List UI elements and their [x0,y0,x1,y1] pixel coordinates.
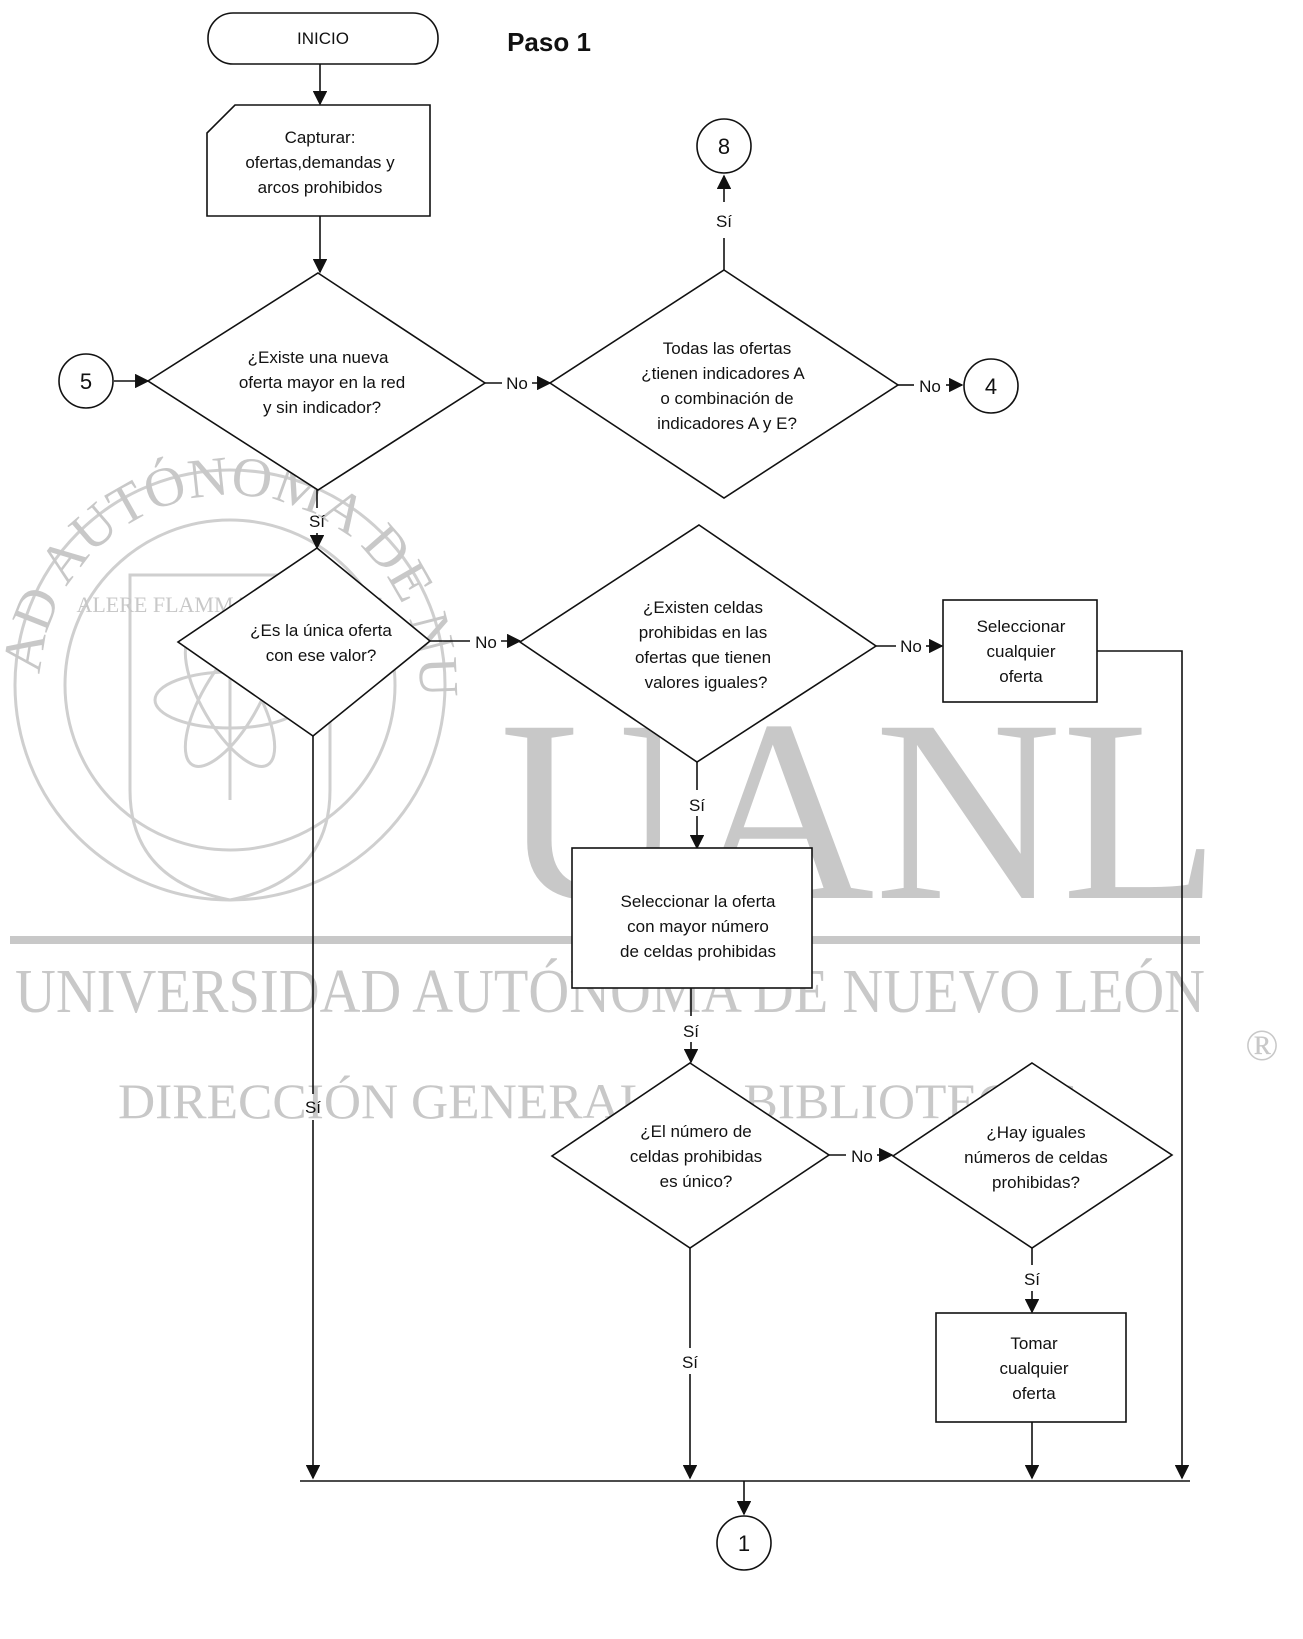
connector-5: 5 [58,353,114,409]
capture-line-1: Capturar: [285,128,356,147]
capture-line-3: arcos prohibidos [258,178,383,197]
decision-equal-counts-line-2: números de celdas [964,1148,1108,1167]
decision-new-offer: ¿Existe una nueva oferta mayor en la red… [146,272,487,491]
decision-unique-offer: ¿Es la única oferta con ese valor? [176,547,432,738]
select-any-line-3: oferta [999,667,1043,686]
process-select-any: Seleccionar cualquier oferta [942,599,1098,703]
edge-select-any-down [1097,650,1190,1480]
page-title: Paso 1 [507,27,591,57]
decision-equal-counts-line-3: prohibidas? [992,1173,1080,1192]
decision-unique-count-line-3: es único? [660,1172,733,1191]
select-any-line-1: Seleccionar [977,617,1066,636]
decision-forbidden-cells-line-4: valores iguales? [645,673,768,692]
decision-unique-count-line-2: celdas prohibidas [630,1147,762,1166]
select-any-line-2: cualquier [987,642,1056,661]
edge-label-yes-1: Sí [716,212,732,231]
edge-label-no-4: No [900,637,922,656]
connector-8-label: 8 [718,134,730,159]
connector-4-label: 4 [985,374,997,399]
select-max-line-1: Seleccionar la oferta [621,892,777,911]
watermark-line2: DIRECCIÓN GENERAL DE BIBLIOTECAS [118,1073,1078,1129]
decision-forbidden-cells-line-1: ¿Existen celdas [643,598,763,617]
start-label: INICIO [297,29,349,48]
edge-label-yes-5: Sí [1024,1270,1040,1289]
decision-new-offer-line-1: ¿Existe una nueva [248,348,389,367]
connector-5-label: 5 [80,369,92,394]
decision-forbidden-cells-line-2: prohibidas en las [639,623,768,642]
decision-all-indicators-line-2: ¿tienen indicadores A [641,364,805,383]
edge-label-no-1: No [506,374,528,393]
select-max-line-2: con mayor número [627,917,769,936]
take-any-line-1: Tomar [1010,1334,1058,1353]
process-take-any: Tomar cualquier oferta [935,1312,1127,1423]
decision-new-offer-line-2: oferta mayor en la red [239,373,405,392]
connector-1: 1 [716,1515,772,1571]
capture-line-2: ofertas,demandas y [245,153,395,172]
registered-mark: ® [1245,1021,1278,1070]
decision-forbidden-cells: ¿Existen celdas prohibidas en las oferta… [518,524,878,763]
decision-all-indicators: Todas las ofertas ¿tienen indicadores A … [548,269,900,499]
edge-label-no-3: No [475,633,497,652]
decision-all-indicators-line-1: Todas las ofertas [663,339,792,358]
connector-1-label: 1 [738,1531,750,1556]
decision-all-indicators-line-3: o combinación de [660,389,793,408]
select-max-line-3: de celdas prohibidas [620,942,776,961]
decision-new-offer-line-3: y sin indicador? [263,398,381,417]
decision-unique-count: ¿El número de celdas prohibidas es único… [550,1062,831,1249]
decision-forbidden-cells-line-3: ofertas que tienen [635,648,771,667]
decision-unique-offer-line-2: con ese valor? [266,646,377,665]
capture-input-node: Capturar: ofertas,demandas y arcos prohi… [206,104,431,217]
edge-label-yes-2: Sí [309,512,325,531]
decision-equal-counts: ¿Hay iguales números de celdas prohibida… [891,1062,1174,1249]
edge-label-yes-3: Sí [689,796,705,815]
take-any-line-3: oferta [1012,1384,1056,1403]
connectors [114,64,1190,1516]
start-terminal: INICIO [207,12,439,65]
decision-unique-count-line-1: ¿El número de [640,1122,752,1141]
edge-label-yes-6: Sí [305,1098,321,1117]
process-select-max: Seleccionar la oferta con mayor número d… [571,847,813,989]
edge-label-yes-4: Sí [683,1022,699,1041]
decision-equal-counts-line-1: ¿Hay iguales [986,1123,1085,1142]
connector-8: 8 [696,118,752,174]
edge-label-no-2: No [919,377,941,396]
connector-4: 4 [963,358,1019,414]
edge-label-yes-7: Sí [682,1353,698,1372]
decision-unique-offer-line-1: ¿Es la única oferta [250,621,392,640]
decision-all-indicators-line-4: indicadores A y E? [657,414,797,433]
take-any-line-2: cualquier [1000,1359,1069,1378]
edge-label-no-5: No [851,1147,873,1166]
